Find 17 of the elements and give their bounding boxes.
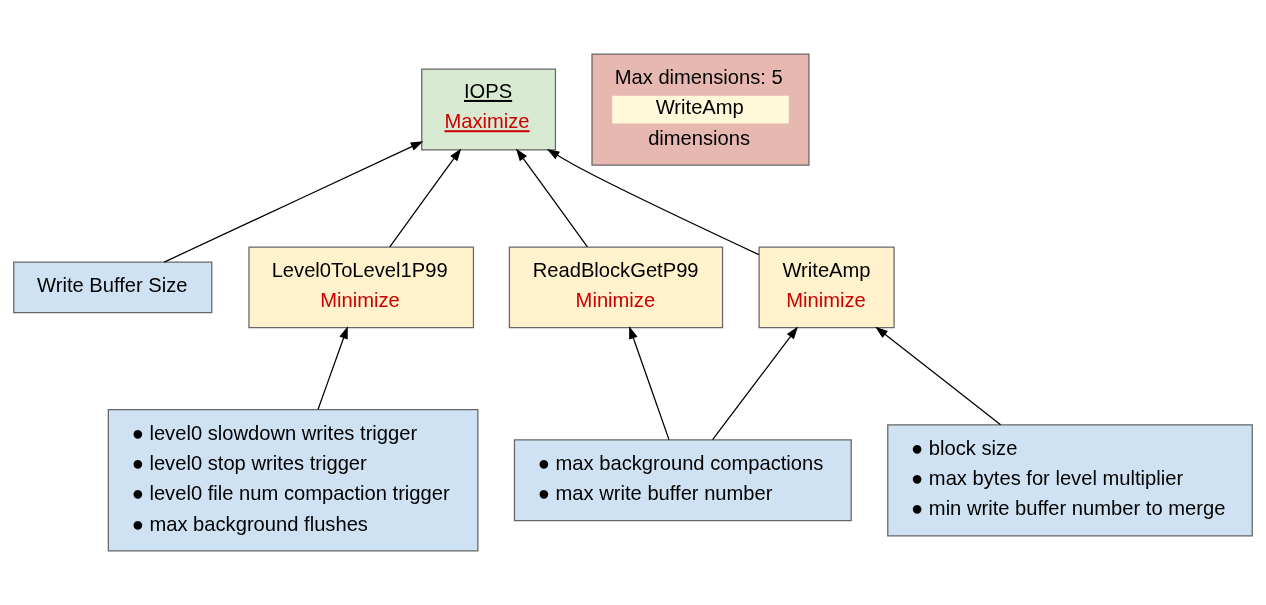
arrow (875, 326, 1002, 426)
node-box: ● level0 slowdown writes trigger ● level0 stop writes trigger ● level0 file num compaction trigger ● max background flushes (107, 409, 479, 552)
node-box: Level0ToLevel1P99 Minimize (248, 246, 475, 329)
arrow (712, 326, 798, 441)
node-box: ● block size ● max bytes for level multiplier ● min write buffer number to merge (887, 424, 1253, 537)
arrow (163, 141, 424, 263)
node-box: ● max background compactions ● max write buffer number (513, 439, 852, 522)
node-box: IOPS Maximize (421, 68, 557, 151)
arrow (389, 148, 462, 248)
arrow (515, 148, 588, 248)
arrow (629, 326, 670, 441)
node-box: Write Buffer Size (13, 261, 213, 314)
node-box: Max dimensions: 5 WriteAmp dimensions (591, 53, 810, 166)
node-box: ReadBlockGetP99 Minimize (508, 246, 724, 329)
node-box: WriteAmp Minimize (758, 246, 895, 329)
arrow (317, 326, 348, 410)
arrow (546, 148, 760, 256)
